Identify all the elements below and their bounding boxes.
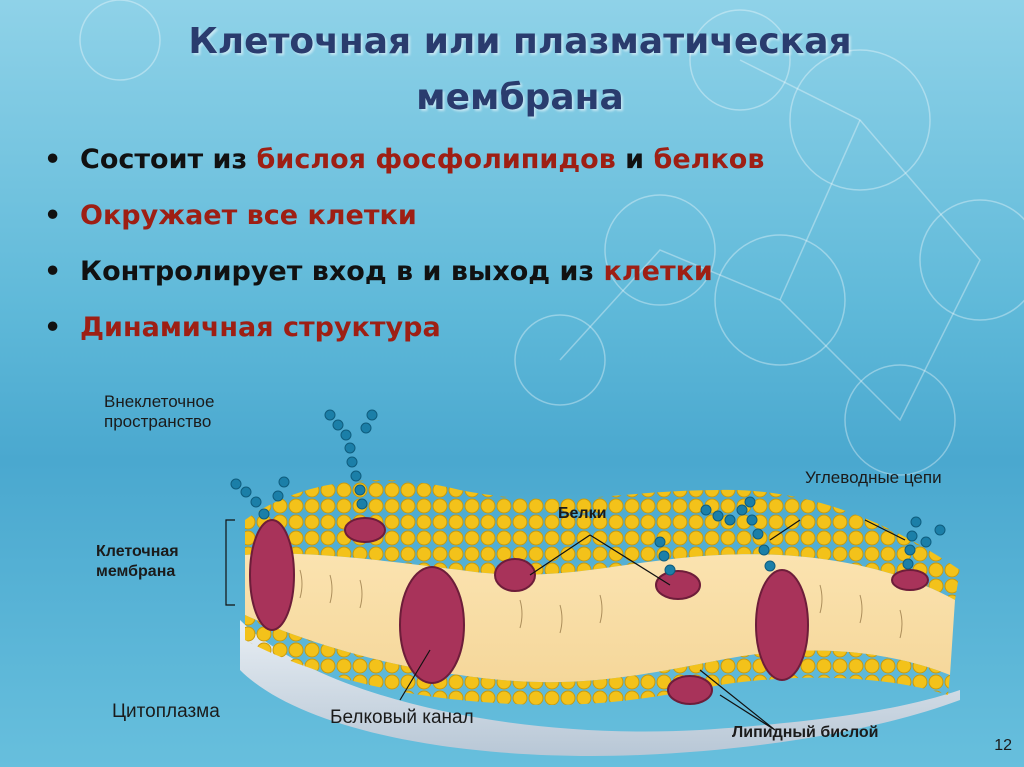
slide-title: Клеточная или плазматическая мембрана (188, 21, 852, 118)
bullet-text-emphasis: бислоя фосфолипидов (256, 144, 616, 175)
page-number: 12 (994, 737, 1012, 754)
label-cell-membrane: Клеточная мембрана (96, 542, 179, 582)
bullet-item: • Состоит из бислоя фосфолипидов и белков (44, 140, 764, 196)
protein-peripheral (494, 558, 536, 592)
label-proteins: Белки (558, 505, 607, 522)
membrane-top-surface (245, 480, 960, 600)
bullet-item: • Контролирует вход в и выход из клетки (44, 252, 764, 308)
protein-channel (399, 566, 465, 684)
label-extracellular-line1: Внеклеточное (104, 392, 215, 411)
bullet-text: Состоит из (80, 144, 257, 175)
bullet-text-emphasis: Окружает все клетки (80, 200, 417, 231)
bullet-text: и (615, 144, 654, 175)
protein-left (249, 519, 295, 631)
label-cell-membrane-line2: мембрана (96, 563, 176, 580)
bullet-dot: • (44, 256, 62, 287)
bullet-text: Контролирует вход в и выход из (80, 256, 604, 287)
label-protein-channel: Белковый канал (330, 707, 474, 728)
bullet-text-emphasis: клетки (603, 256, 713, 287)
bullet-item: • Окружает все клетки (44, 196, 764, 252)
label-cell-membrane-line1: Клеточная (96, 543, 179, 560)
membrane-diagram: Внеклеточное пространство Углеводные цеп… (0, 370, 1024, 767)
bullet-list: • Состоит из бислоя фосфолипидов и белков… (44, 140, 764, 364)
label-carbohydrate-chains: Углеводные цепи (805, 468, 942, 487)
carbohydrate-chains (230, 409, 946, 576)
cytoplasm-surface (240, 620, 960, 756)
bullet-item: • Динамичная структура (44, 308, 764, 364)
membrane-illustration (225, 409, 960, 756)
membrane-proteins (249, 517, 929, 705)
label-extracellular-line2: пространство (104, 412, 212, 431)
membrane-bottom-heads (245, 615, 950, 705)
pointer-lines (225, 519, 906, 731)
bullet-text-emphasis: белков (653, 144, 765, 175)
bullet-dot: • (44, 200, 62, 231)
bullet-dot: • (44, 144, 62, 175)
bullet-text-emphasis: Динамичная структура (80, 312, 441, 343)
bullet-dot: • (44, 312, 62, 343)
protein-right (755, 569, 809, 681)
label-lipid-bilayer: Липидный бислой (732, 724, 879, 741)
label-extracellular: Внеклеточное пространство (104, 392, 214, 432)
label-cytoplasm: Цитоплазма (112, 701, 220, 722)
